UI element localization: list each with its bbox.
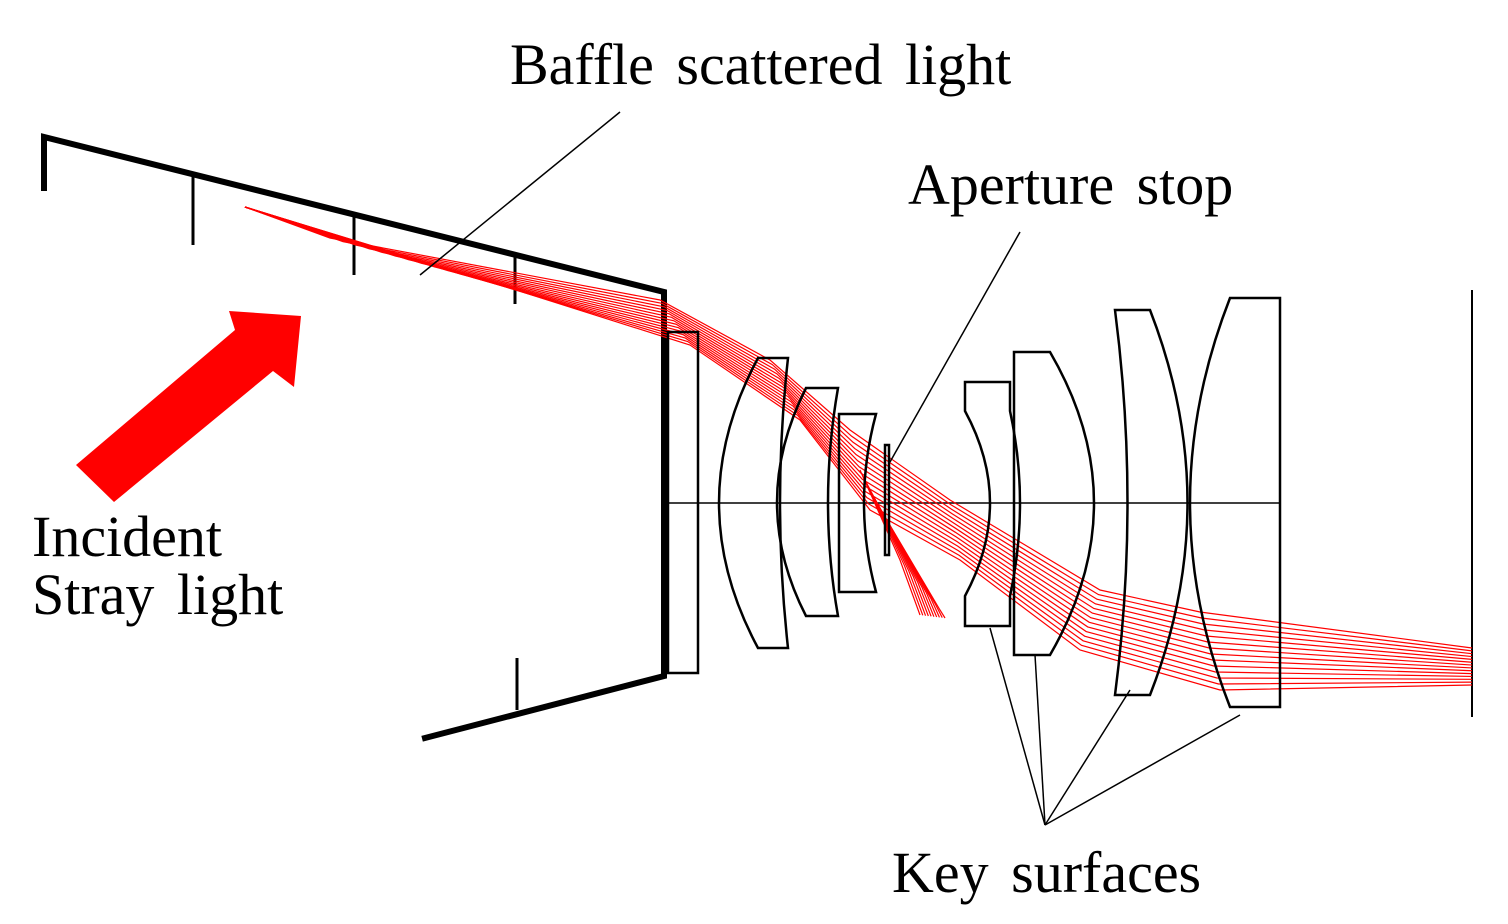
stray-ray-lower	[859, 469, 921, 616]
lens-3	[775, 386, 840, 618]
baffle-scattered-light-label: Baffle scattered light	[510, 32, 1012, 97]
aperture-stop-label: Aperture stop	[908, 152, 1234, 217]
leader-aperture	[889, 231, 1021, 463]
lens-1-window	[666, 330, 700, 675]
stray-ray	[244, 206, 1473, 669]
stray-ray	[244, 206, 1473, 691]
stray-light-rays	[244, 206, 1473, 691]
leader-baffle	[419, 111, 621, 276]
lens-8	[1188, 296, 1282, 709]
stray-ray	[244, 206, 1473, 655]
leader-key-4	[1044, 714, 1241, 826]
stray-ray	[244, 206, 1473, 649]
incident-label: Incident	[32, 504, 223, 569]
stray-ray-lower	[874, 499, 946, 619]
stray-ray	[244, 206, 1473, 672]
stray-ray	[244, 206, 1473, 678]
lens-5	[963, 380, 1022, 628]
aperture-stop-element	[883, 443, 891, 557]
stray-light-label: Stray light	[32, 562, 284, 627]
stray-ray	[244, 206, 1473, 658]
lens-group	[666, 296, 1282, 709]
baffle	[41, 133, 667, 742]
leader-key-3	[1044, 689, 1131, 826]
lens-6	[1012, 350, 1096, 657]
stray-ray	[244, 206, 1473, 663]
lens-4	[837, 412, 878, 594]
stray-ray	[244, 206, 1473, 652]
stray-ray	[244, 206, 1473, 660]
lens-2	[717, 356, 790, 650]
leader-key-1	[989, 627, 1046, 826]
lens-7	[1113, 308, 1189, 697]
stray-ray	[244, 206, 1473, 680]
baffle-outline	[41, 133, 667, 742]
baffle-vanes	[191, 175, 666, 710]
incident-arrow-icon	[76, 311, 301, 502]
leader-key-2	[1034, 654, 1046, 826]
leader-lines	[419, 111, 1241, 826]
key-surfaces-label: Key surfaces	[892, 840, 1202, 905]
